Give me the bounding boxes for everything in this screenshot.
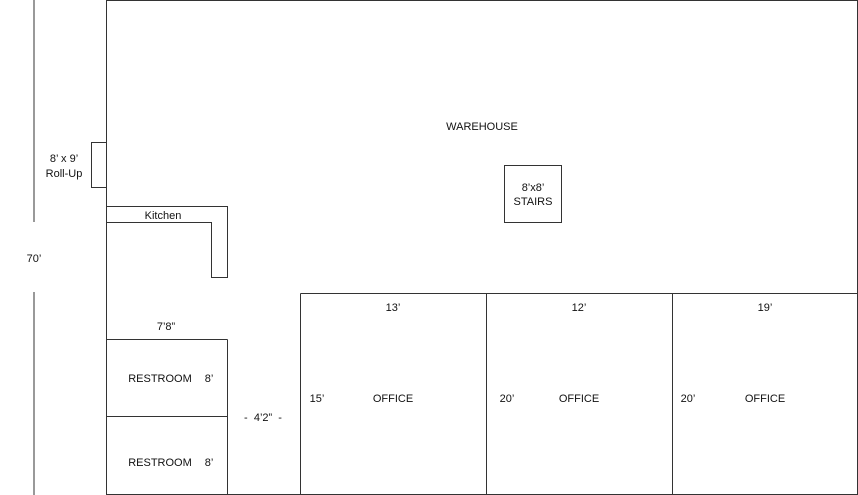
office-2-label: OFFICE xyxy=(559,393,599,405)
kitchen-label: Kitchen xyxy=(145,210,182,222)
stairs-label: STAIRS xyxy=(514,196,553,208)
office-1-width-label: 13’ xyxy=(386,302,401,314)
office-3-depth-label: 20’ xyxy=(681,393,696,405)
office-3-label: OFFICE xyxy=(745,393,785,405)
restroom-width-label: 7’8” xyxy=(157,321,176,333)
rollup-size-label: 8’ x 9’ xyxy=(50,153,78,165)
office-1-depth-label: 15’ xyxy=(310,393,325,405)
restroom-1-depth-label: 8’ xyxy=(205,373,214,385)
warehouse-label: WAREHOUSE xyxy=(446,121,518,133)
rollup-door xyxy=(91,142,107,188)
overall-depth-label: 70’ xyxy=(27,253,42,265)
restroom-1-label: RESTROOM xyxy=(128,373,192,385)
office-2-depth-label: 20’ xyxy=(500,393,515,405)
rollup-label: Roll-Up xyxy=(46,168,83,180)
restroom-2-label: RESTROOM xyxy=(128,457,192,469)
office-1-label: OFFICE xyxy=(373,393,413,405)
office-3-width-label: 19’ xyxy=(758,302,773,314)
stairs-size-label: 8’x8’ xyxy=(522,182,545,194)
stairs-box xyxy=(504,165,562,223)
hall-width-label: - 4’2” - xyxy=(244,412,282,424)
kitchen-counter xyxy=(106,206,228,278)
restroom-2-depth-label: 8’ xyxy=(205,457,214,469)
office-2-width-label: 12’ xyxy=(572,302,587,314)
